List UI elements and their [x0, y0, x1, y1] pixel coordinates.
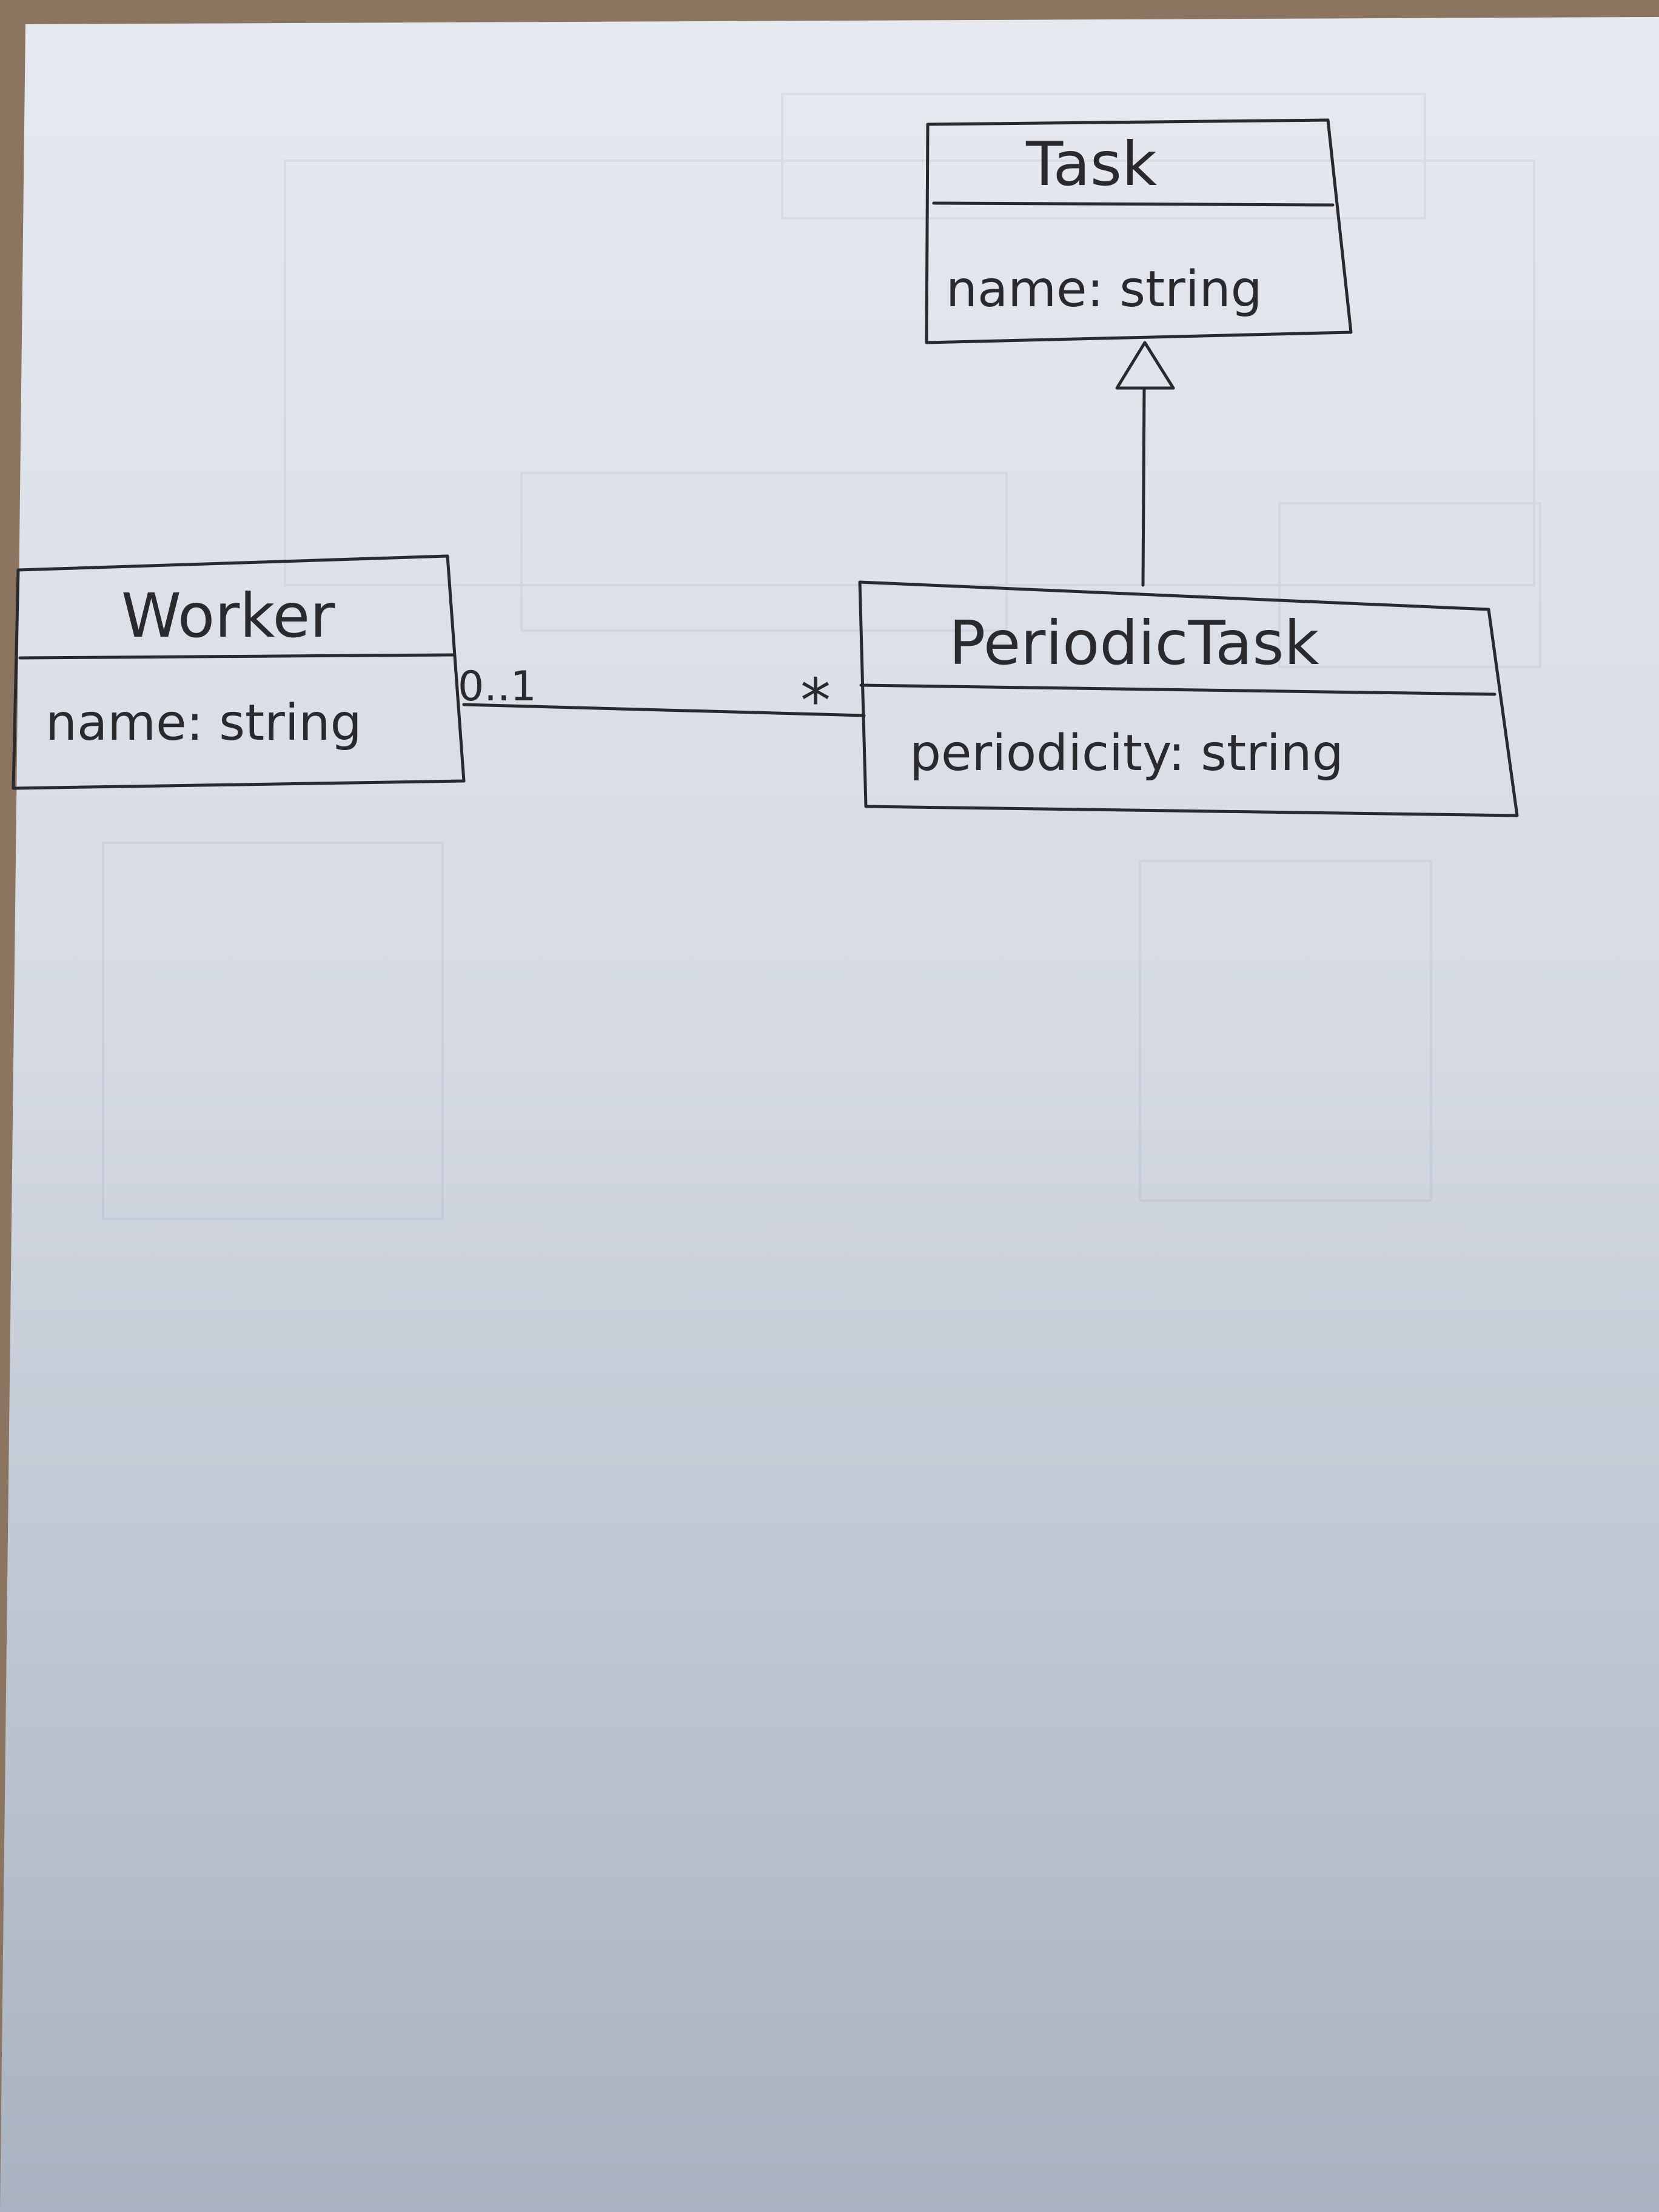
class-task-divider [932, 201, 1335, 207]
generalization-line [1141, 386, 1146, 587]
class-task-box [925, 118, 1353, 344]
class-task-name: Task [1025, 129, 1157, 199]
class-task-attribute: name: string [946, 261, 1262, 318]
class-periodic-task: PeriodicTask periodicity: string [858, 580, 1519, 817]
generalization-arrow [1115, 341, 1175, 587]
class-worker-name: Worker [121, 580, 335, 651]
generalization-triangle [1115, 341, 1175, 390]
class-task: Task name: string [925, 118, 1353, 344]
class-periodic-task-box [858, 580, 1519, 817]
class-worker: Worker name: string [12, 554, 466, 790]
association-line [462, 703, 866, 717]
class-periodic-task-name: PeriodicTask [949, 608, 1319, 679]
class-worker-box [12, 554, 466, 790]
worker-end-multiplicity: 0..1 [458, 663, 537, 711]
class-periodic-task-attribute: periodicity: string [910, 725, 1344, 782]
class-periodic-task-divider [859, 683, 1496, 696]
class-worker-divider [18, 653, 455, 660]
paper-sheet [0, 17, 1659, 2212]
class-worker-attribute: name: string [45, 694, 362, 752]
association: 0..1 * [458, 663, 866, 736]
periodic-task-end-multiplicity: * [800, 665, 831, 736]
